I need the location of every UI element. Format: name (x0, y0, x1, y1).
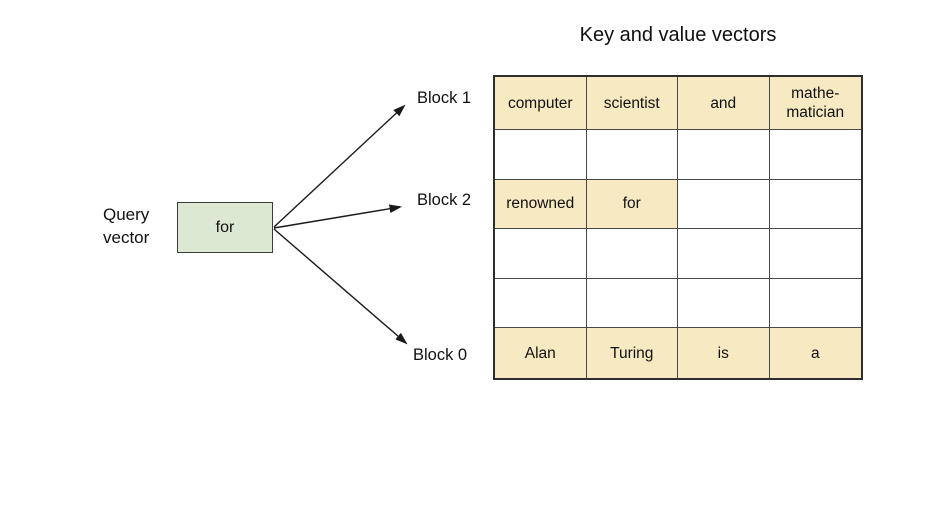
table-cell-empty (769, 130, 861, 180)
diagram-title: Key and value vectors (579, 24, 777, 46)
query-vector-label: Query vector (103, 205, 150, 247)
query-box-text: for (215, 218, 235, 236)
table-cell-renowned: renowned (495, 179, 587, 230)
table-cell-empty (495, 130, 587, 180)
table-cell-empty (586, 278, 678, 329)
table-cell-empty (586, 130, 678, 180)
table-cell-empty (769, 229, 861, 279)
table-cell-and: and (678, 77, 770, 130)
table-cell-mathe-matician: mathe- matician (769, 77, 861, 130)
table-cell-a: a (769, 328, 861, 378)
query-box: for (177, 202, 273, 253)
table-cell-alan: Alan (495, 328, 587, 378)
table-cell-empty (678, 130, 770, 180)
table-cell-empty (678, 278, 770, 329)
arrow-to-block-2 (273, 204, 403, 229)
table-cell-is: is (678, 328, 770, 378)
table-cell-empty (586, 229, 678, 279)
table-cell-empty (769, 180, 861, 230)
table-cell-empty (495, 229, 587, 279)
table-cell-empty (495, 278, 587, 329)
table-cell-computer: computer (495, 77, 587, 130)
table-cell-turing: Turing (586, 328, 678, 378)
arrow-to-block-0 (273, 228, 408, 345)
table-cell-scientist: scientist (586, 77, 678, 130)
arrow-to-block-1 (273, 104, 406, 228)
block-2-label: Block 2 (417, 191, 472, 209)
block-1-label: Block 1 (417, 89, 472, 107)
block-0-label: Block 0 (413, 346, 468, 364)
table-cell-empty (678, 179, 770, 230)
table-cell-for: for (586, 179, 678, 230)
table-cell-empty (769, 279, 861, 329)
table-cell-empty (678, 229, 770, 279)
